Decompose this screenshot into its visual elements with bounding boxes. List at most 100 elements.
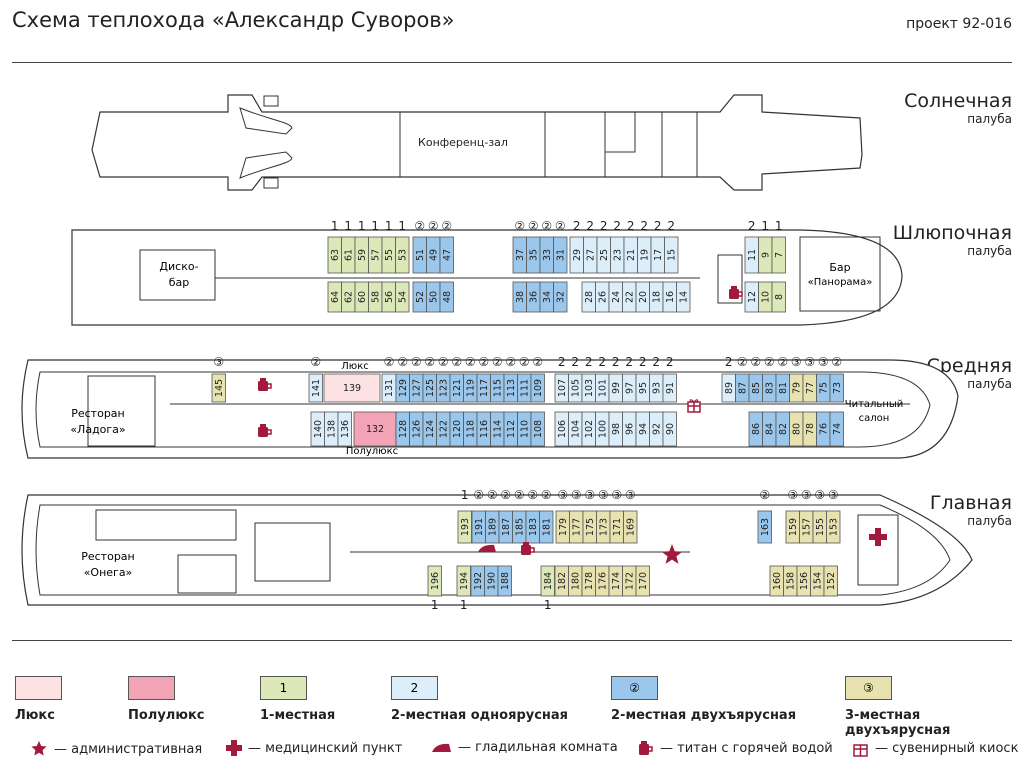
cabin-173[interactable]: 173: [596, 510, 611, 544]
cabin-188[interactable]: 188: [497, 565, 512, 597]
cabin-181[interactable]: 181: [539, 510, 554, 544]
cabin-97[interactable]: 97: [622, 373, 637, 403]
cabin-111[interactable]: 111: [517, 373, 532, 403]
cabin-29[interactable]: 29: [569, 236, 584, 274]
cabin-85[interactable]: 85: [748, 373, 763, 403]
cabin-94[interactable]: 94: [635, 411, 650, 447]
cabin-140[interactable]: 140: [310, 411, 325, 447]
cabin-22[interactable]: 22: [622, 281, 637, 313]
cabin-23[interactable]: 23: [610, 236, 625, 274]
cabin-84[interactable]: 84: [762, 411, 777, 447]
cabin-104[interactable]: 104: [568, 411, 583, 447]
cabin-160[interactable]: 160: [769, 565, 784, 597]
cabin-75[interactable]: 75: [816, 373, 831, 403]
cabin-58[interactable]: 58: [368, 281, 383, 313]
cabin-179[interactable]: 179: [555, 510, 570, 544]
cabin-11[interactable]: 11: [744, 236, 759, 274]
cabin-109[interactable]: 109: [530, 373, 545, 403]
cabin-110[interactable]: 110: [517, 411, 532, 447]
cabin-183[interactable]: 183: [525, 510, 540, 544]
cabin-59[interactable]: 59: [354, 236, 369, 274]
cabin-141[interactable]: 141: [308, 373, 323, 403]
cabin-48[interactable]: 48: [439, 281, 454, 313]
cabin-106[interactable]: 106: [554, 411, 569, 447]
cabin-177[interactable]: 177: [569, 510, 584, 544]
cabin-32[interactable]: 32: [553, 281, 568, 313]
cabin-116[interactable]: 116: [476, 411, 491, 447]
cabin-55[interactable]: 55: [381, 236, 396, 274]
cabin-89[interactable]: 89: [721, 373, 736, 403]
cabin-81[interactable]: 81: [775, 373, 790, 403]
cabin-10[interactable]: 10: [758, 281, 773, 313]
cabin-27[interactable]: 27: [583, 236, 598, 274]
cabin-98[interactable]: 98: [608, 411, 623, 447]
cabin-128[interactable]: 128: [395, 411, 410, 447]
cabin-114[interactable]: 114: [490, 411, 505, 447]
cabin-18[interactable]: 18: [649, 281, 664, 313]
cabin-73[interactable]: 73: [829, 373, 844, 403]
cabin-170[interactable]: 170: [635, 565, 650, 597]
cabin-194[interactable]: 194: [456, 565, 471, 597]
cabin-38[interactable]: 38: [512, 281, 527, 313]
cabin-36[interactable]: 36: [526, 281, 541, 313]
cabin-154[interactable]: 154: [810, 565, 825, 597]
cabin-57[interactable]: 57: [368, 236, 383, 274]
cabin-172[interactable]: 172: [622, 565, 637, 597]
cabin-112[interactable]: 112: [503, 411, 518, 447]
cabin-174[interactable]: 174: [608, 565, 623, 597]
cabin-92[interactable]: 92: [649, 411, 664, 447]
cabin-127[interactable]: 127: [409, 373, 424, 403]
cabin-108[interactable]: 108: [530, 411, 545, 447]
cabin-93[interactable]: 93: [649, 373, 664, 403]
cabin-33[interactable]: 33: [539, 236, 554, 274]
cabin-31[interactable]: 31: [553, 236, 568, 274]
cabin-61[interactable]: 61: [341, 236, 356, 274]
cabin-21[interactable]: 21: [623, 236, 638, 274]
cabin-62[interactable]: 62: [341, 281, 356, 313]
cabin-121[interactable]: 121: [449, 373, 464, 403]
cabin-80[interactable]: 80: [789, 411, 804, 447]
cabin-123[interactable]: 123: [436, 373, 451, 403]
cabin-25[interactable]: 25: [596, 236, 611, 274]
cabin-82[interactable]: 82: [775, 411, 790, 447]
cabin-28[interactable]: 28: [581, 281, 596, 313]
cabin-118[interactable]: 118: [463, 411, 478, 447]
cabin-152[interactable]: 152: [823, 565, 838, 597]
cabin-96[interactable]: 96: [622, 411, 637, 447]
cabin-51[interactable]: 51: [412, 236, 427, 274]
cabin-90[interactable]: 90: [662, 411, 677, 447]
cabin-8[interactable]: 8: [771, 281, 786, 313]
cabin-113[interactable]: 113: [503, 373, 518, 403]
cabin-101[interactable]: 101: [595, 373, 610, 403]
cabin-9[interactable]: 9: [758, 236, 773, 274]
cabin-191[interactable]: 191: [471, 510, 486, 544]
cabin-153[interactable]: 153: [826, 510, 841, 544]
cabin-16[interactable]: 16: [662, 281, 677, 313]
cabin-185[interactable]: 185: [512, 510, 527, 544]
cabin-100[interactable]: 100: [595, 411, 610, 447]
cabin-76[interactable]: 76: [816, 411, 831, 447]
cabin-12[interactable]: 12: [744, 281, 759, 313]
cabin-49[interactable]: 49: [426, 236, 441, 274]
cabin-176[interactable]: 176: [595, 565, 610, 597]
cabin-7[interactable]: 7: [771, 236, 786, 274]
cabin-37[interactable]: 37: [512, 236, 527, 274]
cabin-54[interactable]: 54: [395, 281, 410, 313]
cabin-163[interactable]: 163: [757, 510, 772, 544]
cabin-169[interactable]: 169: [623, 510, 638, 544]
cabin-190[interactable]: 190: [484, 565, 499, 597]
cabin-107[interactable]: 107: [554, 373, 569, 403]
cabin-184[interactable]: 184: [540, 565, 555, 597]
cabin-83[interactable]: 83: [762, 373, 777, 403]
cabin-64[interactable]: 64: [327, 281, 342, 313]
cabin-182[interactable]: 182: [554, 565, 569, 597]
cabin-139[interactable]: 139: [323, 373, 381, 403]
cabin-196[interactable]: 196: [427, 565, 442, 597]
cabin-99[interactable]: 99: [608, 373, 623, 403]
cabin-91[interactable]: 91: [662, 373, 677, 403]
cabin-86[interactable]: 86: [748, 411, 763, 447]
cabin-115[interactable]: 115: [490, 373, 505, 403]
cabin-117[interactable]: 117: [476, 373, 491, 403]
cabin-120[interactable]: 120: [449, 411, 464, 447]
cabin-20[interactable]: 20: [635, 281, 650, 313]
